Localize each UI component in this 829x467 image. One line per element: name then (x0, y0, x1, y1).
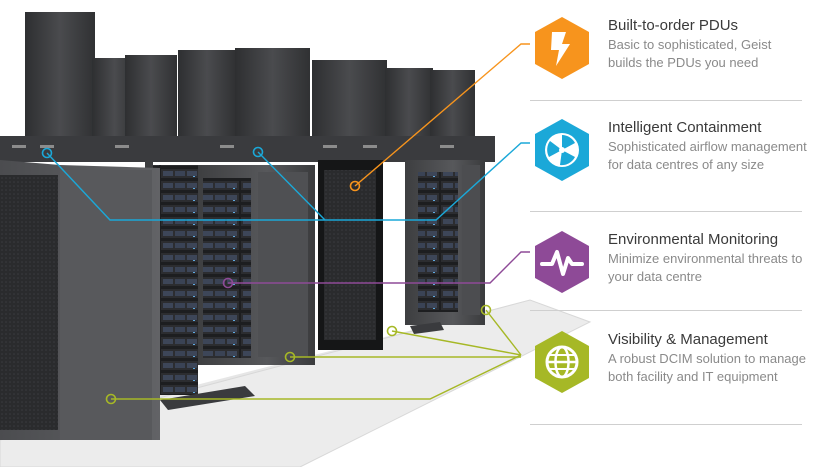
globe-icon (535, 331, 589, 393)
divider (530, 424, 802, 425)
divider (530, 100, 802, 101)
divider (530, 310, 802, 311)
lightning-bolt-icon (535, 17, 589, 79)
feature-title: Intelligent Containment (608, 119, 762, 136)
feature-title: Environmental Monitoring (608, 231, 779, 248)
feature-containment: Intelligent Containment Sophisticated ai… (530, 118, 807, 210)
feature-description: Sophisticated airflow management for dat… (608, 139, 807, 172)
feature-description: A robust DCIM solution to manage both fa… (608, 351, 806, 384)
feature-visibility: Visibility & Management A robust DCIM so… (530, 330, 806, 425)
feature-environmental: Environmental Monitoring Minimize enviro… (530, 230, 802, 300)
fan-icon (535, 119, 589, 181)
divider (530, 211, 802, 212)
pulse-wave-icon (535, 231, 589, 293)
feature-pdus: Built-to-order PDUs Basic to sophisticat… (530, 16, 802, 100)
feature-description: Minimize environmental threats to your d… (608, 251, 803, 284)
feature-description: Basic to sophisticated, Geist builds the… (608, 37, 772, 70)
feature-title: Built-to-order PDUs (608, 17, 739, 34)
feature-title: Visibility & Management (608, 331, 768, 348)
